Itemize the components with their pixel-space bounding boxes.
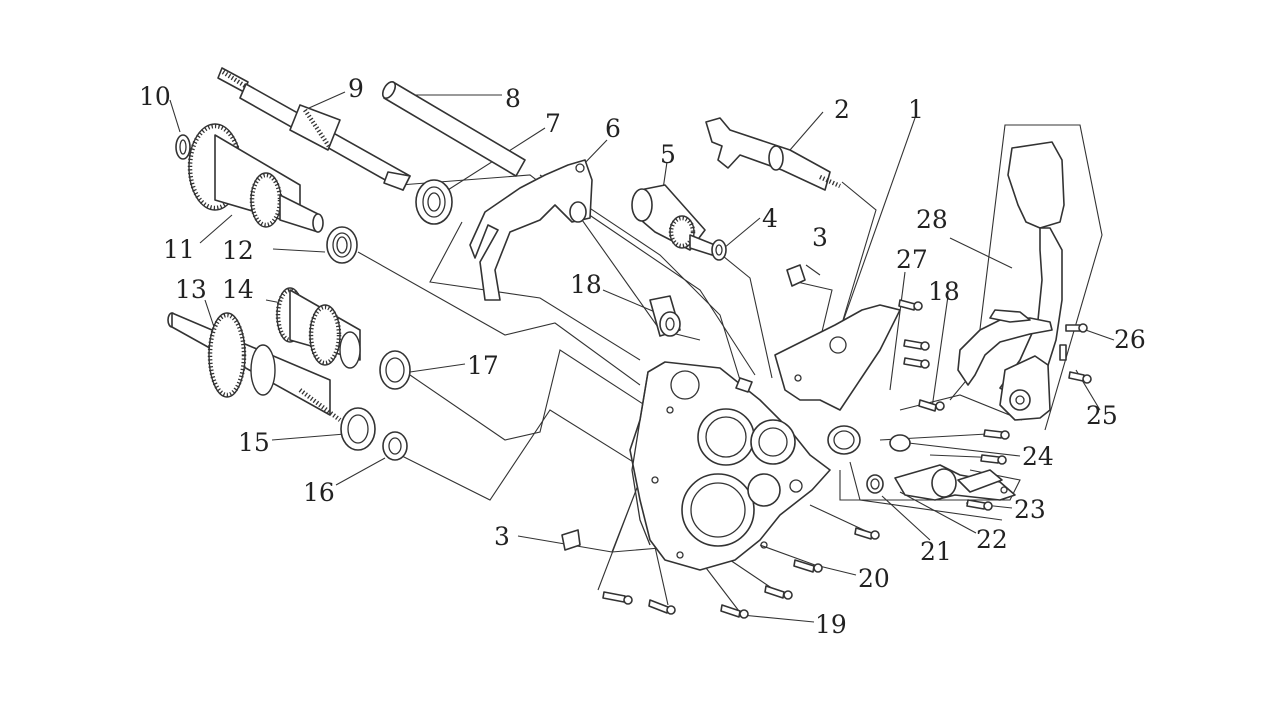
callout-24: 24 [1022,442,1054,471]
callout-19: 19 [815,610,847,639]
part-7-bearing [415,179,453,225]
part-24-seal-ring [827,425,911,455]
callout-18-left: 18 [570,270,602,299]
callout-18-right: 18 [928,277,960,306]
part-28-shift-pedal [957,141,1065,396]
callout-7: 7 [545,109,561,138]
part-21-o-ring [866,474,884,494]
callout-26: 26 [1114,325,1146,354]
callout-10: 10 [139,82,171,111]
callout-17: 17 [467,351,499,380]
callout-3-upper: 3 [812,223,828,252]
part-8-shaft-pin [381,81,526,177]
callout-9: 9 [348,74,364,103]
callout-27: 27 [896,245,928,274]
callout-labels: 1 2 3 3 4 5 6 7 8 9 10 11 12 13 14 15 16… [139,74,1146,639]
callout-3-lower: 3 [494,522,510,551]
part-2-shift-shaft [705,117,841,191]
callout-16: 16 [303,478,335,507]
callout-2: 2 [834,95,850,124]
part-12-bearing [326,226,358,264]
part-9-main-shaft [217,67,411,191]
callout-5: 5 [660,140,676,169]
bolts [602,299,1092,619]
part-11-gear-cluster [187,123,324,233]
callout-4: 4 [762,204,778,233]
callout-20: 20 [858,564,890,593]
callout-1: 1 [908,95,924,124]
part-1-cover-plate [774,304,901,411]
callout-13: 13 [175,275,207,304]
callout-25: 25 [1086,401,1118,430]
callout-22: 22 [976,525,1008,554]
part-13-countershaft [167,312,342,422]
callout-23: 23 [1014,495,1046,524]
callout-12: 12 [222,236,254,265]
part-4-washer [711,239,727,261]
callout-28: 28 [916,205,948,234]
callout-15: 15 [238,428,270,457]
callout-21: 21 [920,537,952,566]
part-23-shift-lever-link [957,469,1008,494]
callout-14: 14 [222,275,254,304]
part-22-linkage-arm [894,464,1016,501]
part-15-bearing [340,407,376,451]
part-3-dowel-lower [561,529,581,551]
part-16-oil-seal [382,431,408,461]
part-10-circlip [175,134,191,160]
part-3-dowel-upper [786,264,806,287]
part-5-shift-drum [631,184,716,256]
callout-8: 8 [505,84,521,113]
part-6-shift-fork [469,159,593,301]
part-18-bushing [649,295,681,337]
part-14-gear-set [275,287,361,369]
callout-11: 11 [163,235,195,264]
callout-6: 6 [605,114,621,143]
crankcase-housing [629,361,831,571]
part-17-bearing [379,350,411,390]
part-25-pivot-bracket [999,355,1051,421]
